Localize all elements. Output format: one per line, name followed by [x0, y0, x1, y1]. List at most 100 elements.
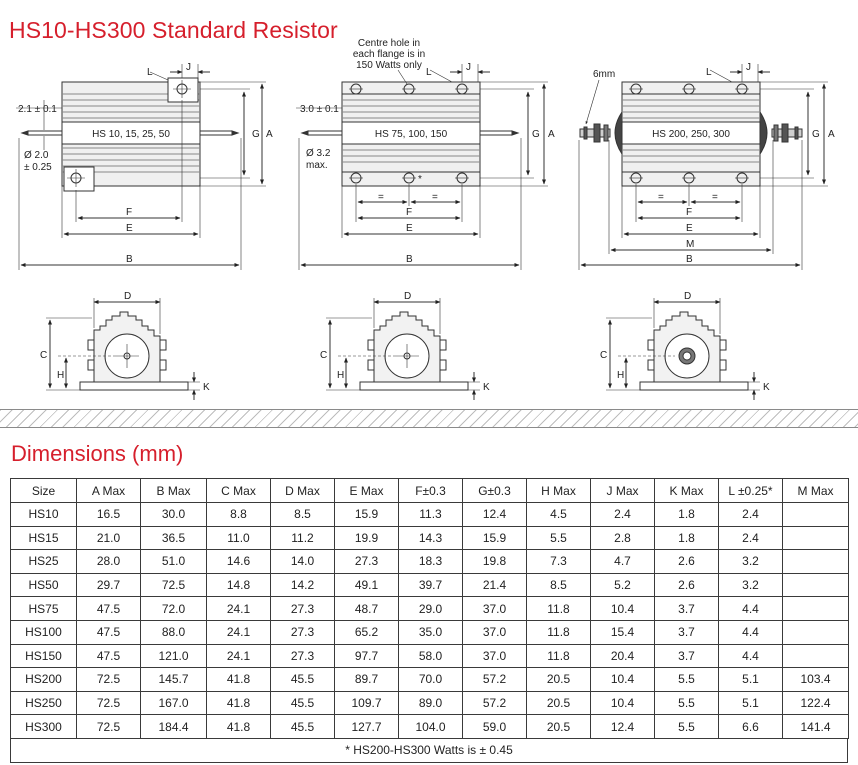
value-cell: 11.3 — [398, 502, 463, 527]
value-cell: 37.0 — [462, 619, 527, 645]
value-cell: 127.7 — [334, 714, 399, 739]
column-header: A Max — [76, 478, 141, 503]
value-cell: 45.5 — [270, 667, 335, 692]
dim-e-label: E — [686, 223, 693, 234]
column-header: L ±0.25* — [718, 478, 783, 503]
value-cell: 184.4 — [140, 714, 207, 739]
value-cell: 19.8 — [462, 549, 527, 574]
value-cell: 24.1 — [206, 643, 271, 669]
model-label-2: HS 75, 100, 150 — [375, 129, 448, 140]
size-cell: HS10 — [10, 502, 77, 527]
value-cell: 39.7 — [398, 572, 463, 598]
value-cell: 3.7 — [654, 619, 719, 645]
dim-e-label: E — [406, 223, 413, 234]
value-cell: 141.4 — [782, 714, 849, 739]
size-cell: HS75 — [10, 596, 77, 621]
drawing-hs10-50-side — [16, 64, 266, 270]
value-cell: 30.0 — [140, 502, 207, 527]
model-label-3: HS 200, 250, 300 — [652, 129, 730, 140]
value-cell: 37.0 — [462, 596, 527, 621]
value-cell: 27.3 — [270, 643, 335, 669]
dim-d-label: D — [684, 291, 691, 302]
size-cell: HS150 — [10, 643, 77, 669]
value-cell: 27.3 — [270, 619, 335, 645]
value-cell: 104.0 — [398, 714, 463, 739]
size-cell: HS50 — [10, 572, 77, 598]
value-cell: 6.6 — [718, 714, 783, 739]
value-cell — [782, 596, 849, 621]
value-cell: 58.0 — [398, 643, 463, 669]
equal-mark-right: = — [712, 192, 718, 203]
value-cell: 5.5 — [654, 667, 719, 692]
value-cell: 12.4 — [462, 502, 527, 527]
dim-d-label: D — [404, 291, 411, 302]
stud-left — [579, 123, 611, 143]
value-cell: 20.5 — [526, 714, 591, 739]
dim-b-label: B — [406, 254, 413, 265]
value-cell: 4.7 — [590, 549, 655, 574]
value-cell: 5.5 — [526, 525, 591, 551]
column-header: M Max — [782, 478, 849, 503]
value-cell: 2.6 — [654, 549, 719, 574]
dim-j-label: J — [466, 62, 471, 73]
dim-g-label: G — [252, 129, 260, 140]
section-title: Dimensions (mm) — [11, 441, 184, 466]
value-cell: 18.3 — [398, 549, 463, 574]
flange-note-line1: Centre hole in — [358, 38, 420, 49]
value-cell: 4.5 — [526, 502, 591, 527]
value-cell: 45.5 — [270, 690, 335, 716]
technical-drawings: HS 10, 15, 25, 50 L J G A F E B 2.1 ± 0.… — [16, 38, 835, 400]
star-mark: * — [418, 174, 422, 185]
value-cell: 1.8 — [654, 502, 719, 527]
dim-m-label: M — [686, 239, 694, 250]
value-cell: 4.4 — [718, 643, 783, 669]
column-header: B Max — [140, 478, 207, 503]
value-cell: 2.4 — [590, 502, 655, 527]
lead-right — [200, 130, 240, 136]
value-cell: 8.5 — [270, 502, 335, 527]
value-cell: 15.9 — [462, 525, 527, 551]
size-cell: HS200 — [10, 667, 77, 692]
value-cell: 48.7 — [334, 596, 399, 621]
value-cell: 72.5 — [76, 667, 141, 692]
value-cell: 19.9 — [334, 525, 399, 551]
hatched-divider — [0, 409, 858, 428]
dim-c-label: C — [40, 350, 47, 361]
dim-a-label: A — [266, 129, 273, 140]
stud-size-label: 6mm — [593, 69, 615, 80]
column-header: J Max — [590, 478, 655, 503]
value-cell: 59.0 — [462, 714, 527, 739]
value-cell: 2.4 — [718, 502, 783, 527]
value-cell: 28.0 — [76, 549, 141, 574]
value-cell: 14.0 — [270, 549, 335, 574]
dim-d-label: D — [124, 291, 131, 302]
value-cell: 2.6 — [654, 572, 719, 598]
value-cell: 5.2 — [590, 572, 655, 598]
column-header: G±0.3 — [462, 478, 527, 503]
value-cell: 51.0 — [140, 549, 207, 574]
value-cell: 7.3 — [526, 549, 591, 574]
value-cell — [782, 502, 849, 527]
value-cell: 14.2 — [270, 572, 335, 598]
value-cell — [782, 549, 849, 574]
value-cell: 11.8 — [526, 643, 591, 669]
dim-j-label: J — [186, 62, 191, 73]
dim-k-label: K — [203, 382, 210, 393]
value-cell: 3.2 — [718, 549, 783, 574]
dim-g-label: G — [812, 129, 820, 140]
column-header: K Max — [654, 478, 719, 503]
value-cell: 65.2 — [334, 619, 399, 645]
dim-l-label: L — [706, 67, 712, 78]
value-cell: 122.4 — [782, 690, 849, 716]
value-cell: 24.1 — [206, 596, 271, 621]
value-cell: 11.8 — [526, 619, 591, 645]
value-cell: 3.7 — [654, 596, 719, 621]
value-cell: 57.2 — [462, 690, 527, 716]
size-cell: HS250 — [10, 690, 77, 716]
